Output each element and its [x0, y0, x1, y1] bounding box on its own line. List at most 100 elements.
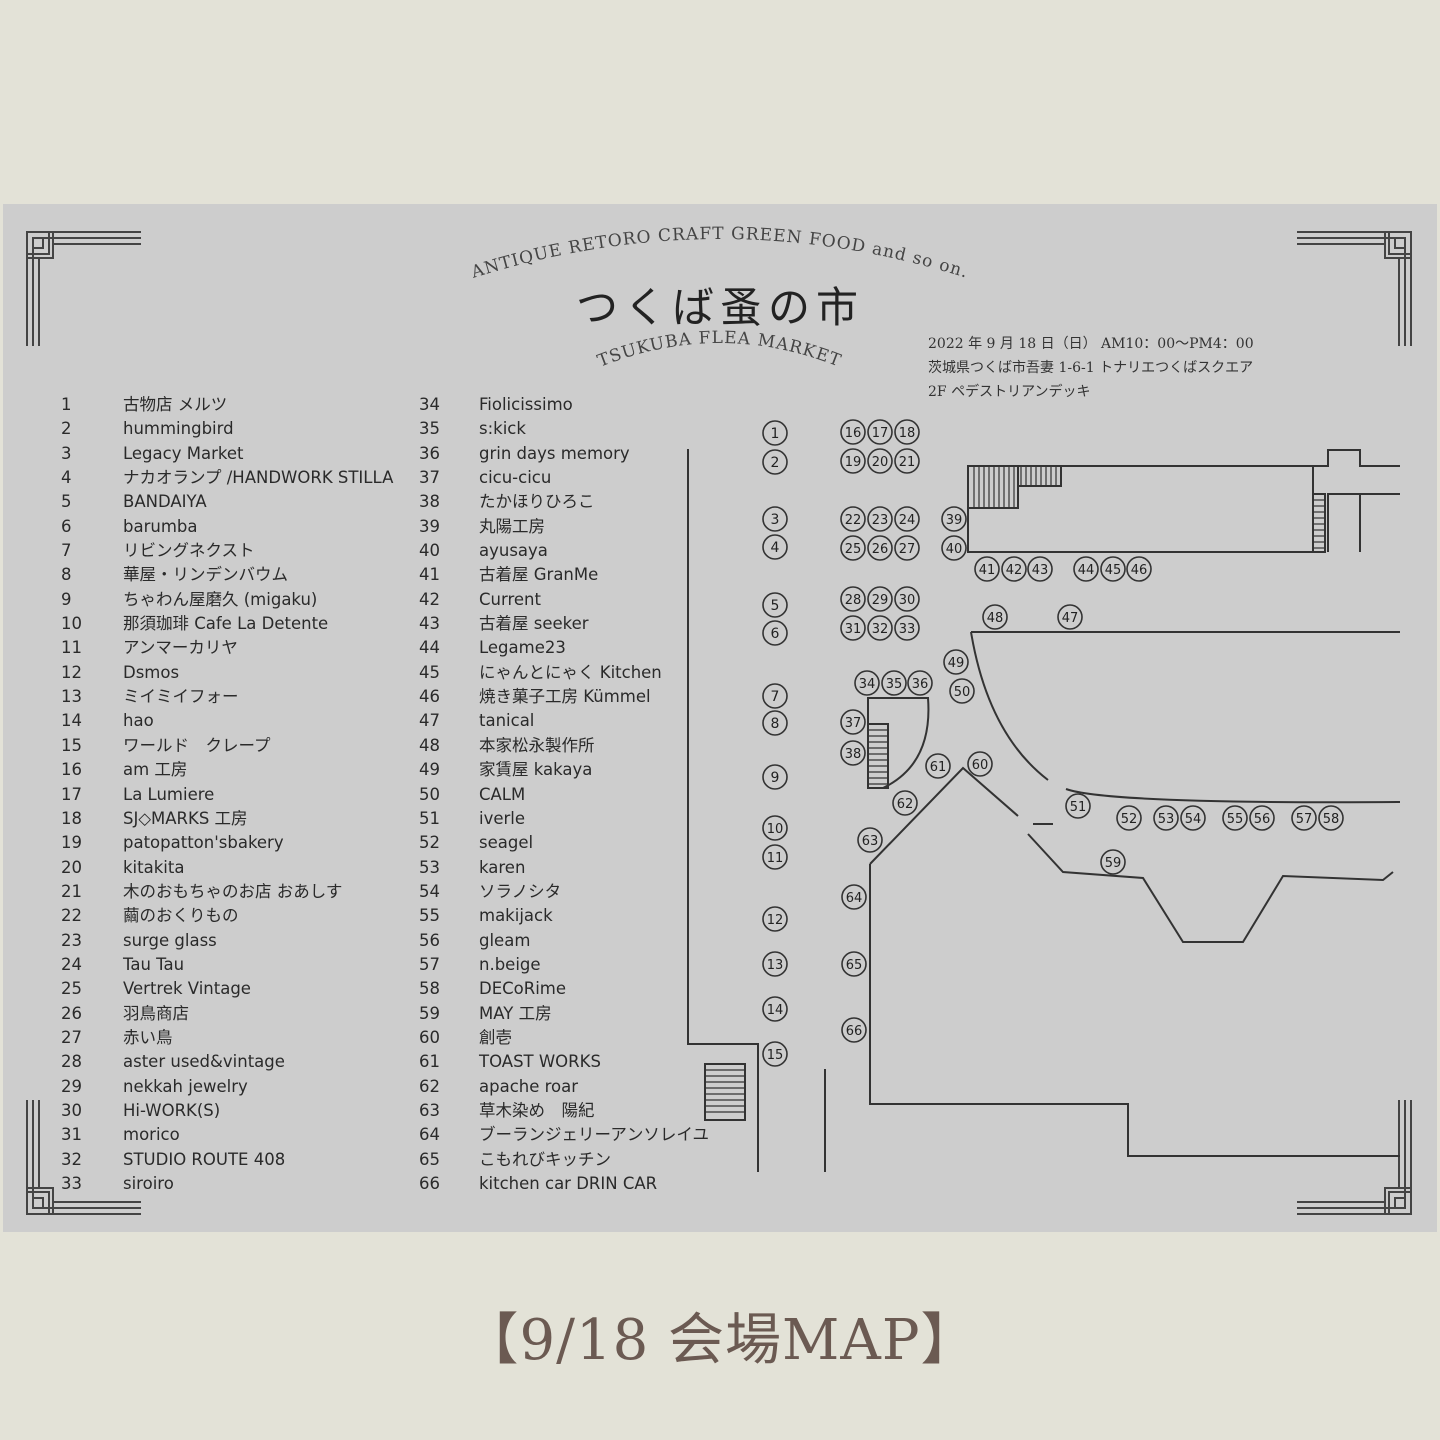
booth-circle	[762, 951, 788, 977]
booth-label: 22	[845, 513, 862, 528]
booth-13: 13	[762, 951, 788, 977]
booth-55: 55	[1222, 805, 1248, 831]
booth-label: 2	[771, 455, 780, 471]
booth-circle	[1180, 805, 1206, 831]
booth-label: 3	[771, 512, 780, 528]
vendor-number: 24	[61, 954, 82, 974]
booth-53: 53	[1153, 805, 1179, 831]
booth-circle	[762, 764, 788, 790]
vendor-name: seagel	[479, 833, 534, 853]
booth-40: 40	[941, 535, 967, 561]
booth-circle	[867, 506, 893, 532]
vendor-number: 48	[419, 735, 440, 755]
vendor-number: 17	[61, 784, 82, 804]
booth-circle	[941, 506, 967, 532]
booth-7: 7	[762, 683, 788, 709]
vendor-number: 64	[419, 1125, 440, 1145]
booth-label: 60	[972, 758, 989, 773]
event-date-time: 2022 年 9 月 18 日（日） AM10：00〜PM4：00	[928, 336, 1254, 352]
booth-label: 30	[899, 593, 916, 608]
booth-label: 28	[845, 593, 862, 608]
booth-52: 52	[1116, 805, 1142, 831]
booth-label: 8	[771, 716, 780, 732]
booth-label: 7	[771, 689, 780, 705]
booth-circle	[881, 670, 907, 696]
booth-circle	[1027, 556, 1053, 582]
vendor-name: 古着屋 seeker	[479, 614, 589, 634]
booth-label: 5	[771, 598, 780, 614]
booth-label: 54	[1185, 812, 1202, 827]
booth-label: 14	[767, 1003, 784, 1018]
vendor-name: TOAST WORKS	[479, 1052, 601, 1072]
booth-label: 64	[846, 891, 863, 906]
booth-49: 49	[943, 649, 969, 675]
booth-circle	[762, 815, 788, 841]
vendor-number: 49	[419, 760, 440, 780]
booth-44: 44	[1073, 556, 1099, 582]
vendor-name: s:kick	[479, 419, 526, 439]
booth-25: 25	[840, 535, 866, 561]
booth-62: 62	[892, 790, 918, 816]
vendor-number: 21	[61, 881, 82, 901]
booth-circle	[1222, 805, 1248, 831]
vendor-number: 27	[61, 1027, 82, 1047]
booth-label: 10	[767, 822, 784, 837]
vendor-name: aster used&vintage	[123, 1052, 285, 1072]
vendor-number: 9	[61, 589, 72, 609]
vendor-number: 28	[61, 1052, 82, 1072]
booth-23: 23	[867, 506, 893, 532]
vendor-name: apache roar	[479, 1076, 579, 1096]
vendor-number: 61	[419, 1052, 440, 1072]
booth-circle	[840, 506, 866, 532]
booth-label: 66	[846, 1024, 863, 1039]
vendor-number: 44	[419, 638, 440, 658]
booth-43: 43	[1027, 556, 1053, 582]
vendor-number: 46	[419, 687, 440, 707]
vendor-name: 赤い鳥	[123, 1027, 173, 1047]
booth-label: 20	[872, 455, 889, 470]
booth-66: 66	[841, 1017, 867, 1043]
booth-9: 9	[762, 764, 788, 790]
booth-label: 17	[872, 426, 889, 441]
stair-hatching	[705, 466, 1325, 1113]
booth-circle	[1073, 556, 1099, 582]
booth-label: 39	[946, 513, 963, 528]
booth-circle	[941, 535, 967, 561]
booth-16: 16	[840, 419, 866, 445]
vendor-number: 58	[419, 979, 440, 999]
vendor-number: 19	[61, 833, 82, 853]
vendor-number: 32	[61, 1149, 82, 1169]
booth-circle	[840, 535, 866, 561]
vendor-list-item: 61 TOAST WORKS	[419, 1050, 709, 1074]
booth-label: 48	[987, 611, 1004, 626]
booth-circle	[967, 751, 993, 777]
booth-circle	[867, 419, 893, 445]
vendor-name: Current	[479, 589, 541, 609]
booth-circle	[840, 586, 866, 612]
vendor-number: 1	[61, 395, 72, 414]
vendor-name: siroiro	[123, 1174, 174, 1193]
booth-18: 18	[894, 419, 920, 445]
vendor-name: STUDIO ROUTE 408	[123, 1149, 286, 1169]
booth-58: 58	[1318, 805, 1344, 831]
vendor-name: barumba	[123, 516, 198, 536]
booth-circle	[841, 951, 867, 977]
footer-caption: 【9/18 会場MAP】	[462, 1308, 978, 1373]
vendor-name: morico	[123, 1125, 180, 1145]
booth-label: 51	[1070, 800, 1087, 815]
booth-label: 40	[946, 542, 963, 557]
booth-17: 17	[867, 419, 893, 445]
vendor-name: hao	[123, 711, 154, 731]
